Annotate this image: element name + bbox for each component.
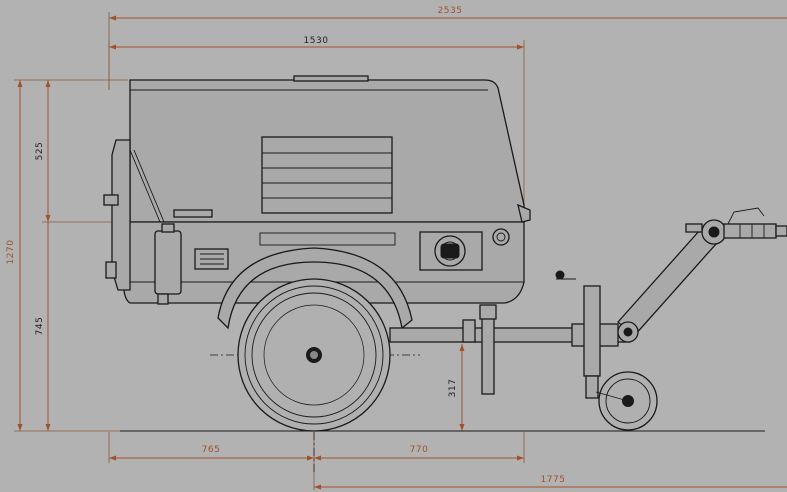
rear-latch <box>103 139 165 291</box>
dim-label-upper-height: 525 <box>35 142 45 161</box>
compressor-body <box>103 75 531 305</box>
tow-hitch <box>723 207 787 239</box>
main-wheel <box>237 278 391 432</box>
dim-label-lower-height: 745 <box>35 317 45 336</box>
dimension-axle-to-body-front: 770 <box>314 432 525 463</box>
jockey-wheel <box>555 270 658 431</box>
dimension-ground-clearance: 317 <box>448 344 465 431</box>
tow-arm <box>617 219 727 343</box>
dimension-overall-length: 2535 <box>108 6 787 90</box>
dim-label-ground-clearance: 317 <box>448 379 458 398</box>
tank-cylinder <box>154 230 182 295</box>
dimension-body-length: 1530 <box>108 36 525 210</box>
dimension-axle-to-hitch: 1775 <box>314 475 787 490</box>
dimension-total-height: 1270 <box>6 79 128 432</box>
dimension-rear-to-axle: 765 <box>108 432 315 490</box>
side-handle <box>173 209 213 218</box>
power-socket <box>419 231 483 271</box>
round-gauge <box>492 228 510 246</box>
dim-label-body-length: 1530 <box>304 36 329 46</box>
dim-label-overall-length: 2535 <box>438 6 463 16</box>
dim-label-axle-to-body-front: 770 <box>410 445 429 455</box>
dim-label-rear-to-axle: 765 <box>202 445 221 455</box>
dimension-lower-height: 745 <box>35 222 51 431</box>
dim-label-axle-to-hitch: 1775 <box>541 475 566 485</box>
louvre-grille <box>261 136 393 214</box>
dim-label-total-height: 1270 <box>6 240 16 265</box>
